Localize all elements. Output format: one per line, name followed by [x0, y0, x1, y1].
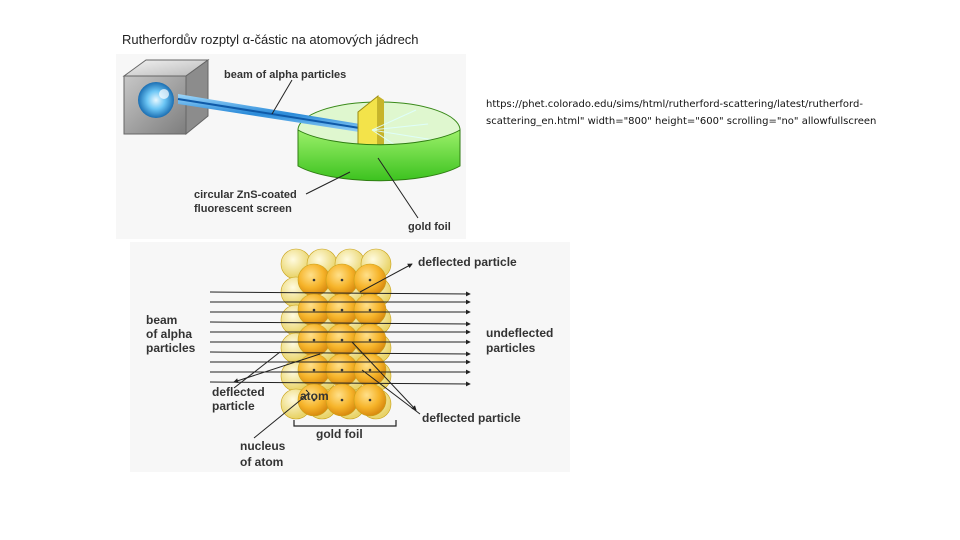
beam-label-line2: of alpha	[146, 327, 192, 341]
deflected-path	[359, 263, 413, 293]
nucleus-dot	[312, 308, 316, 312]
undeflected-path	[209, 321, 471, 327]
nucleus-dot	[312, 338, 316, 342]
scattering-diagram: beam of alpha particles deflected partic…	[130, 242, 570, 472]
nucleus-dot	[368, 368, 372, 372]
nucleus-dot	[368, 398, 372, 402]
nucleus-dot	[340, 338, 344, 342]
undeflected-path	[209, 381, 471, 387]
nucleus-dot	[368, 278, 372, 282]
nucleus-dot	[340, 308, 344, 312]
atom-label: atom	[300, 389, 329, 403]
beam-label: beam of alpha particles	[224, 69, 346, 81]
nucleus-dot	[368, 308, 372, 312]
nucleus-dot	[340, 368, 344, 372]
slide-title: Rutherfordův rozptyl α-částic na atomový…	[122, 32, 419, 47]
apparatus-diagram: beam of alpha particles circular ZnS-coa…	[116, 54, 466, 239]
alpha-particle-paths	[209, 263, 471, 411]
beam-label-line1: beam	[146, 313, 177, 327]
gold-foil-label: gold foil	[316, 427, 363, 441]
undeflected-path	[209, 351, 471, 357]
undeflected-label-line1: undeflected	[486, 326, 553, 340]
nucleus-dot	[340, 398, 344, 402]
nucleus-dot	[312, 368, 316, 372]
nucleus-dot	[340, 278, 344, 282]
alpha-beam	[177, 94, 373, 134]
deflected-top-label: deflected particle	[418, 255, 517, 269]
embed-code-text: https://phet.colorado.edu/sims/html/ruth…	[486, 99, 877, 127]
nucleus-dot	[312, 278, 316, 282]
screen-label-line2: fluorescent screen	[194, 203, 292, 215]
deflected-bottom-label: deflected particle	[422, 411, 521, 425]
deflected-left-line2: particle	[212, 399, 255, 413]
nucleus-label-line2: of atom	[240, 455, 283, 469]
deflected-path	[351, 341, 417, 411]
deflected-left-line1: deflected	[212, 385, 265, 399]
screen-label-line1: circular ZnS-coated	[194, 189, 297, 201]
undeflected-path	[209, 291, 471, 297]
nucleus-label-line1: nucleus	[240, 439, 286, 453]
alpha-source-box	[122, 59, 210, 136]
undeflected-label-line2: particles	[486, 341, 536, 355]
foil-label: gold foil	[408, 221, 451, 233]
nucleus-dot	[312, 398, 316, 402]
nucleus-dot	[368, 338, 372, 342]
beam-label-line3: particles	[146, 341, 196, 355]
